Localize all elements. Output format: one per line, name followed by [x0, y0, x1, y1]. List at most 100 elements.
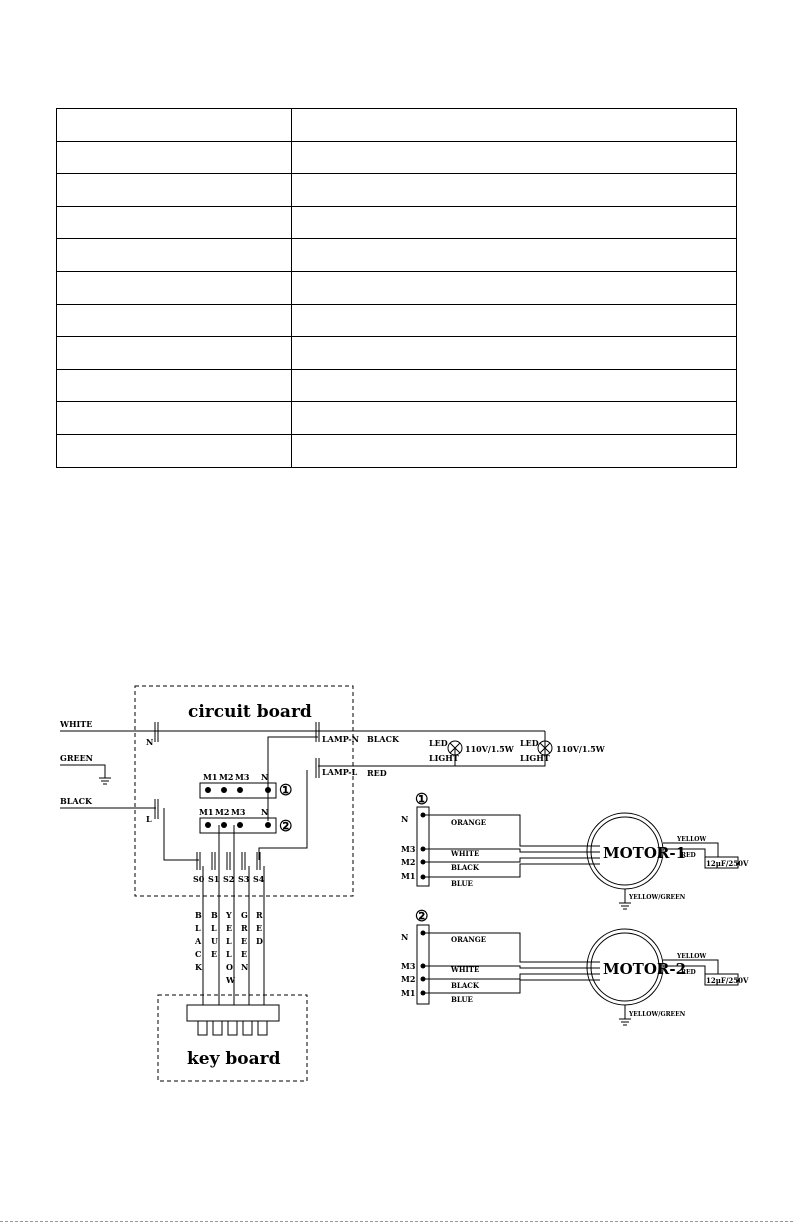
key-wire-black-letter: L [195, 923, 201, 933]
spec-row [56, 303, 737, 338]
spec-table [56, 108, 737, 468]
spec-row [56, 433, 737, 468]
spec-value-cell [291, 238, 737, 272]
spec-label-cell [56, 108, 292, 142]
label-relay-1-n: N [261, 772, 268, 782]
spec-label-cell [56, 270, 292, 305]
label-lamp-wire-black: BLACK [367, 734, 400, 744]
label-terminal-l: L [146, 814, 152, 824]
spec-label-cell [56, 433, 292, 468]
key-wire-yellow-letter: L [226, 936, 232, 946]
key-wire-yellow-letter: E [226, 923, 232, 933]
spec-value-cell [291, 368, 737, 403]
label-motor-1-blue: BLUE [451, 879, 473, 888]
spec-row [56, 401, 737, 435]
relay-block-2 [199, 817, 277, 834]
label-motor-2-red: RED [681, 969, 696, 976]
label-relay-1-m1: M1 [203, 772, 217, 782]
label-black-supply: BLACK [60, 796, 93, 806]
spec-row [56, 140, 737, 175]
key-wire-black-letter: K [195, 962, 203, 972]
label-motor-1-white: WHITE [450, 849, 479, 858]
label-motor-2-black: BLACK [451, 981, 480, 990]
key-wire-red-letter: D [256, 936, 263, 946]
spec-label-cell [56, 336, 292, 370]
label-motor-1-n: N [401, 814, 408, 824]
label-lamp-l: LAMP-L [322, 767, 358, 777]
key-wire-black-letter: A [194, 936, 202, 946]
spec-value-cell [291, 270, 737, 305]
key-wire-blue-letter: E [211, 949, 217, 959]
led-lamp-2 [537, 740, 553, 756]
key-board-connector [186, 1004, 280, 1022]
label-motor-2-m2: M2 [401, 974, 415, 984]
spec-value-cell [291, 433, 737, 468]
spec-label-cell [56, 368, 292, 403]
label-white-supply: WHITE [59, 719, 92, 729]
label-relay-1-m3: M3 [235, 772, 250, 782]
label-led-1-line2: LIGHT [429, 753, 459, 763]
circuit-board-box [134, 685, 354, 897]
page-bottom-rule [0, 1221, 793, 1222]
label-motor-2-m1: M1 [401, 988, 415, 998]
key-wire-yellow-letter: W [225, 975, 236, 985]
spec-value-cell [291, 173, 737, 207]
label-s3: S3 [238, 874, 250, 884]
label-lamp-n: LAMP-N [322, 734, 359, 744]
key-wire-black-letter: C [195, 949, 201, 959]
label-s1: S1 [208, 874, 219, 884]
spec-value-cell [291, 140, 737, 175]
label-motor-2-marker: ② [415, 907, 428, 925]
wiring-diagram: circuit board key board WHITE GREEN BLAC… [59, 685, 749, 1082]
label-motor-2-white: WHITE [450, 965, 479, 974]
label-green-supply: GREEN [60, 753, 93, 763]
label-s4: S4 [253, 874, 265, 884]
key-wire-green-letter: N [241, 962, 248, 972]
spec-row [56, 270, 737, 305]
label-motor-1-yellow-green: YELLOW/GREEN [628, 894, 686, 901]
key-wire-blue-letter: U [211, 936, 218, 946]
spec-label-cell [56, 205, 292, 240]
label-motor-2-n: N [401, 932, 408, 942]
label-motor-1-marker: ① [415, 790, 428, 808]
key-wire-yellow-letter: O [226, 962, 233, 972]
label-led-2-line1: LED [520, 738, 539, 748]
label-led-1-rating: 110V/1.5W [465, 744, 515, 754]
green-supply-wire [60, 764, 106, 778]
key-wire-red-letter: E [256, 923, 262, 933]
motor-2-terminal-block [416, 924, 430, 1005]
spec-row [56, 108, 737, 142]
label-led-1-line1: LED [429, 738, 448, 748]
label-relay-2-m1: M1 [199, 807, 213, 817]
key-wire-yellow-letter: L [226, 949, 232, 959]
label-motor-1-capacitor: 12μF/250V [706, 859, 749, 868]
label-motor-1-m3: M3 [401, 844, 416, 854]
label-s0: S0 [193, 874, 205, 884]
motor-2-label: MOTOR-2 [603, 960, 686, 978]
spec-label-cell [56, 238, 292, 272]
label-motor-2-m3: M3 [401, 961, 416, 971]
motor-2-inner [590, 932, 660, 1002]
key-board-title: key board [187, 1049, 281, 1069]
relay-block-1 [199, 782, 277, 799]
label-motor-1-m2: M2 [401, 857, 415, 867]
key-wire-blue-letter: L [211, 923, 217, 933]
key-wire-red-letter: R [256, 910, 263, 920]
label-motor-2-yellow: YELLOW [676, 953, 707, 960]
circuit-board-title: circuit board [188, 702, 312, 722]
key-wire-yellow-letter: Y [225, 910, 232, 920]
label-motor-2-yellow-green: YELLOW/GREEN [628, 1011, 686, 1018]
label-motor-1-m1: M1 [401, 871, 415, 881]
spec-label-cell [56, 140, 292, 175]
spec-value-cell [291, 303, 737, 338]
spec-value-cell [291, 401, 737, 435]
motor-1-inner [590, 816, 660, 886]
label-relay-1-marker: ① [279, 781, 292, 799]
key-wire-green-letter: R [241, 923, 248, 933]
label-motor-1-yellow: YELLOW [676, 836, 707, 843]
motor-1-terminal-block [416, 806, 430, 887]
spec-label-cell [56, 303, 292, 338]
label-relay-2-m3: M3 [231, 807, 246, 817]
label-terminal-n: N [146, 737, 153, 747]
spec-row [56, 336, 737, 370]
